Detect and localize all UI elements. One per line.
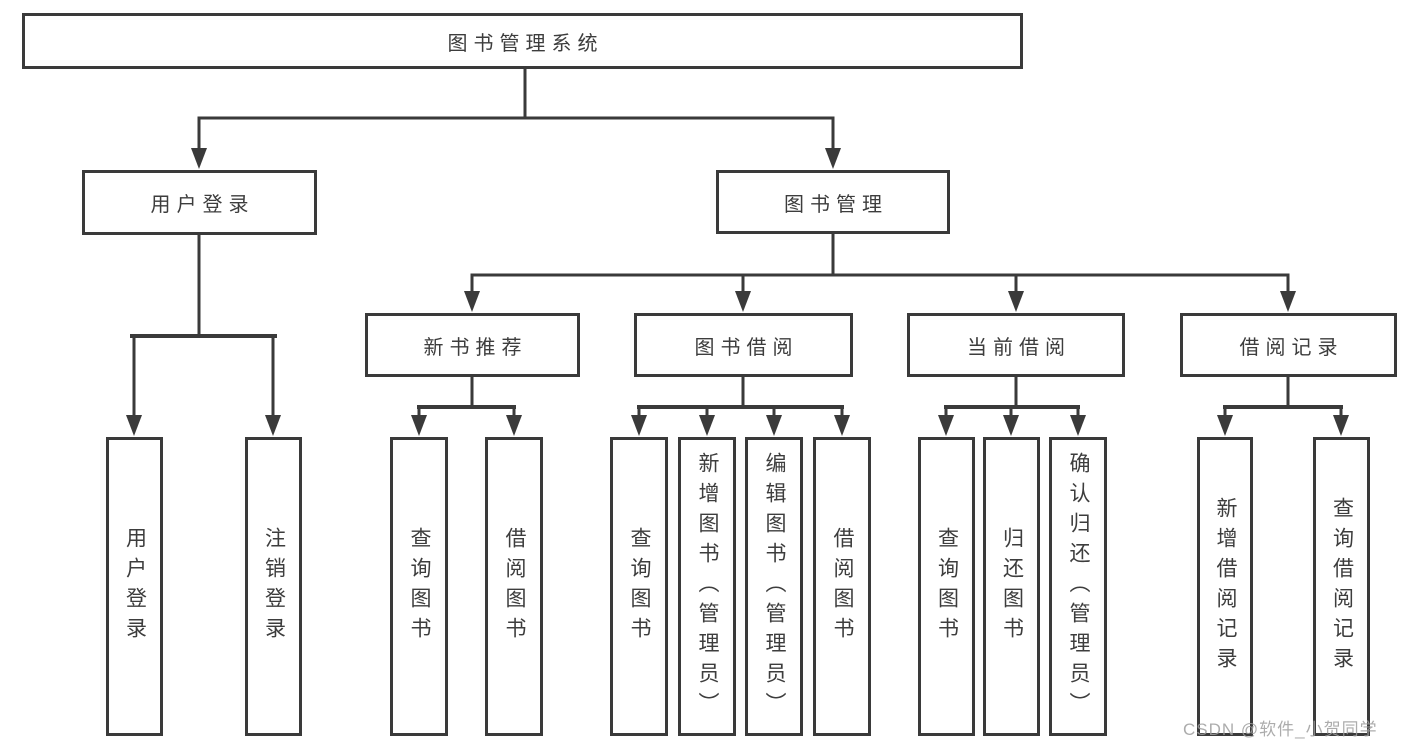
watermark: CSDN @软件_小贺同学 <box>1183 720 1378 739</box>
leaf-logout-login: 注销登录 <box>245 437 302 736</box>
node-user-login: 用户登录 <box>82 170 317 235</box>
leaf-add-books-admin: 新增图书（管理员） <box>678 437 736 736</box>
node-new-book-recommend: 新书推荐 <box>365 313 580 377</box>
leaf-confirm-return-admin: 确认归还（管理员） <box>1049 437 1107 736</box>
leaf-user-login: 用户登录 <box>106 437 163 736</box>
leaf-query-books-recommend: 查询图书 <box>390 437 448 736</box>
leaf-query-books-current: 查询图书 <box>918 437 975 736</box>
node-library-system: 图书管理系统 <box>22 13 1023 69</box>
leaf-borrow-books-borrowing: 借阅图书 <box>813 437 871 736</box>
node-book-borrowing: 图书借阅 <box>634 313 853 377</box>
leaf-edit-books-admin: 编辑图书（管理员） <box>745 437 803 736</box>
leaf-add-borrow-record: 新增借阅记录 <box>1197 437 1253 736</box>
node-book-management: 图书管理 <box>716 170 950 234</box>
leaf-borrow-books-recommend: 借阅图书 <box>485 437 543 736</box>
node-borrowing-records: 借阅记录 <box>1180 313 1397 377</box>
leaf-query-borrow-record: 查询借阅记录 <box>1313 437 1370 736</box>
leaf-return-books: 归还图书 <box>983 437 1040 736</box>
node-current-borrowing: 当前借阅 <box>907 313 1125 377</box>
leaf-query-books-borrowing: 查询图书 <box>610 437 668 736</box>
